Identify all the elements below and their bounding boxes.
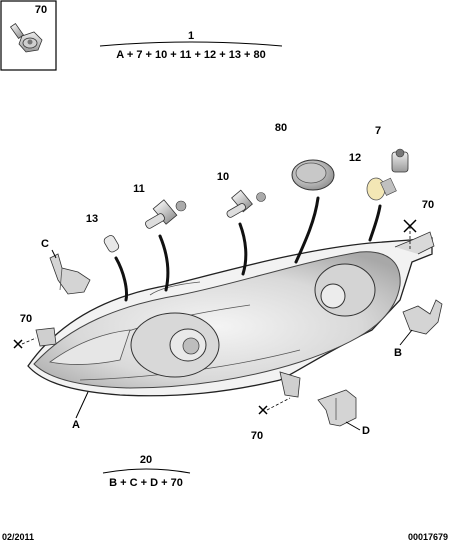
footer-code: 00017679 <box>408 532 448 542</box>
part-10-bulb <box>226 189 266 218</box>
callout-7: 7 <box>375 125 381 137</box>
left-mounting-tab <box>35 327 57 347</box>
bracket-C <box>49 253 91 295</box>
group-1-ref: 1 <box>188 30 194 42</box>
high-beam-reflector <box>320 283 346 309</box>
footer-date: 02/2011 <box>2 532 34 542</box>
callout-11: 11 <box>133 183 145 195</box>
inset-ref-label: 70 <box>35 4 47 16</box>
callout-70-top-right: 70 <box>422 199 434 211</box>
part-80-cap <box>291 159 335 191</box>
callout-B: B <box>394 347 402 359</box>
group-20-ref: 20 <box>140 454 152 466</box>
screw-70-top-right <box>403 219 417 250</box>
part-12-bulb <box>366 177 397 201</box>
part-7-bulb-holder <box>391 148 409 173</box>
callout-13: 13 <box>86 213 98 225</box>
leader-13 <box>114 256 128 302</box>
callout-12: 12 <box>349 152 361 164</box>
inset-box: 70 <box>0 0 57 71</box>
callout-70-bottom: 70 <box>251 430 263 442</box>
callout-A: A <box>72 419 80 431</box>
leader-B <box>399 329 413 346</box>
callout-C: C <box>41 238 49 250</box>
leader-C <box>51 249 57 259</box>
leader-7-12 <box>368 204 382 242</box>
lens <box>33 251 401 389</box>
bracket-B <box>402 299 443 335</box>
callout-D: D <box>362 425 370 437</box>
headlamp-assembly <box>27 231 435 398</box>
screw-70-illustration <box>9 22 43 53</box>
leader-10 <box>238 222 248 276</box>
leader-D <box>345 421 361 431</box>
indicator-section <box>49 329 131 365</box>
bracket-D <box>317 389 357 427</box>
leader-A <box>75 391 89 419</box>
callout-70-left: 70 <box>20 313 32 325</box>
group-20-formula: B + C + D + 70 <box>109 477 183 489</box>
callout-80: 80 <box>275 122 287 134</box>
leader-11 <box>158 234 170 292</box>
group-1-formula: A + 7 + 10 + 11 + 12 + 13 + 80 <box>116 49 265 61</box>
part-13-small-bulb <box>103 235 120 253</box>
screw-70-bottom <box>258 397 291 415</box>
group-20-header: 20 B + C + D + 70 <box>102 454 191 489</box>
group-1-header: 1 A + 7 + 10 + 11 + 12 + 13 + 80 <box>99 30 283 61</box>
screw-70-left <box>13 337 37 349</box>
part-11-bulb <box>145 199 187 229</box>
leader-80 <box>294 196 320 264</box>
callout-10: 10 <box>217 171 229 183</box>
bottom-mounting-tab <box>279 371 301 398</box>
